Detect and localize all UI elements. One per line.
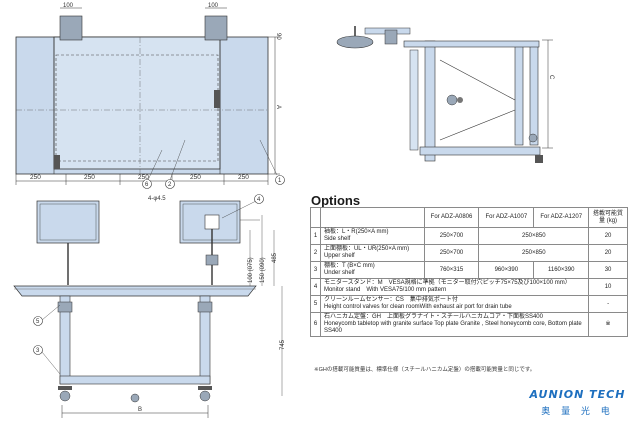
dim-v-100: 100 (075) bbox=[248, 257, 254, 283]
options-row-2: 2 上面棚板：UL・UR(250×A mm)Upper shelf 250×70… bbox=[310, 244, 628, 262]
callout-3: 3 bbox=[36, 348, 40, 354]
dim-bottom-5: 250 bbox=[238, 174, 249, 181]
row-span-text: モニタースタンド：M VESA規格に準拠（モニター取付穴ピッチ75×75及び10… bbox=[319, 278, 590, 296]
row-name: 上面棚板：UL・UR(250×A mm)Upper shelf bbox=[319, 244, 425, 262]
row-name-jp: 上面棚板：UL・UR(250×A mm) bbox=[323, 246, 410, 252]
row-name-jp: 棚板：T (B×C mm) bbox=[323, 263, 375, 269]
row-mass: ※ bbox=[588, 312, 628, 337]
dim-bottom-1: 250 bbox=[30, 174, 41, 181]
row-name: 袖板：L・R(250×A mm)Side shelf bbox=[319, 227, 425, 245]
callout-2: 2 bbox=[168, 182, 172, 188]
row-mass: 30 bbox=[588, 261, 628, 279]
options-row-1: 1 袖板：L・R(250×A mm)Side shelf 250×700 250… bbox=[310, 227, 628, 245]
callout-6: 6 bbox=[145, 182, 149, 188]
row-mass: 20 bbox=[588, 227, 628, 245]
row-text-jp: 石ハニカム定盤：GH 上面板グラナイト・スチールハニカムコア・下面板SS400 bbox=[323, 314, 543, 320]
callout-4: 4 bbox=[257, 197, 261, 203]
logo-text-cn: 奥 量 光 电 bbox=[541, 407, 614, 417]
options-table: For ADZ-A0806 For ADZ-A1007 For ADZ-A120… bbox=[310, 207, 628, 337]
row-name-en: Upper shelf bbox=[323, 253, 355, 259]
row-a0806: 250×700 bbox=[423, 244, 480, 262]
header-a1007: For ADZ-A1007 bbox=[478, 207, 535, 228]
row-name-jp: 袖板：L・R(250×A mm) bbox=[323, 229, 389, 235]
dim-bottom-3: 250 bbox=[138, 174, 149, 181]
dim-bottom-4: 250 bbox=[190, 174, 201, 181]
dim-top-right: 100 bbox=[208, 3, 219, 9]
row-a0806: 250×700 bbox=[423, 227, 480, 245]
row-mass: 10 bbox=[588, 278, 628, 296]
row-name-en: Under shelf bbox=[323, 270, 355, 276]
row-name: 棚板：T (B×C mm)Under shelf bbox=[319, 261, 425, 279]
row-text-jp: クリーンルームセンサー：CS 集中排気ポート付 bbox=[323, 297, 458, 303]
options-title: Options bbox=[311, 193, 361, 208]
row-a1007: 960×390 bbox=[478, 261, 535, 279]
dim-v-150: 150 (090) bbox=[260, 257, 266, 283]
row-no: 6 bbox=[310, 312, 321, 337]
dim-v-485: 485 bbox=[272, 252, 278, 263]
row-text-en: Height control valves for clean roomWith… bbox=[323, 304, 512, 310]
row-mass: - bbox=[588, 295, 628, 313]
header-no bbox=[310, 207, 321, 228]
row-a1007-a1207: 250×850 bbox=[478, 244, 590, 262]
aunion-tech-logo: AUNION TECH 奥 量 光 电 bbox=[525, 388, 630, 420]
side-view: C bbox=[336, 26, 554, 163]
row-a0806: 760×315 bbox=[423, 261, 480, 279]
row-no: 5 bbox=[310, 295, 321, 313]
row-name-en: Side shelf bbox=[323, 236, 351, 242]
callout-1: 1 bbox=[278, 178, 282, 184]
header-a1207: For ADZ-A1207 bbox=[533, 207, 590, 228]
dim-top-left: 100 bbox=[63, 3, 74, 9]
row-text-jp: モニタースタンド：M VESA規格に準拠（モニター取付穴ピッチ75×75及び10… bbox=[323, 280, 571, 286]
dim-right-top: 90 bbox=[275, 33, 281, 40]
options-row-3: 3 棚板：T (B×C mm)Under shelf 760×315 960×3… bbox=[310, 261, 628, 279]
options-header-row: For ADZ-A0806 For ADZ-A1007 For ADZ-A120… bbox=[310, 207, 628, 228]
hole-spec: 4-φ4.5 bbox=[148, 196, 166, 202]
logo-text-en: AUNION TECH bbox=[529, 388, 626, 401]
dim-v-745: 745 bbox=[280, 339, 286, 350]
top-view: 100 100 90 A 250 250 250 250 250 6 2 1 bbox=[15, 3, 285, 189]
options-note: ※GHの搭載可能質量は、標準仕様（スチールハニカム定盤）の搭載可能質量と同じです… bbox=[314, 367, 536, 373]
options-row-6: 6 石ハニカム定盤：GH 上面板グラナイト・スチールハニカムコア・下面板SS40… bbox=[310, 312, 628, 337]
row-a1007-a1207: 250×850 bbox=[478, 227, 590, 245]
row-no: 4 bbox=[310, 278, 321, 296]
row-no: 2 bbox=[310, 244, 321, 262]
front-view: B 4-φ4.5 4 5 3 100 (075) 150 (090) 485 7… bbox=[13, 194, 286, 418]
row-text-en: Honeycomb tabletop with granite surface … bbox=[323, 321, 582, 334]
dim-bottom-2: 250 bbox=[84, 174, 95, 181]
row-no: 3 bbox=[310, 261, 321, 279]
row-a1207: 1160×390 bbox=[533, 261, 590, 279]
header-a0806: For ADZ-A0806 bbox=[423, 207, 480, 228]
dim-right-a: A bbox=[275, 105, 281, 109]
dim-c: C bbox=[548, 75, 554, 80]
options-row-4: 4 モニタースタンド：M VESA規格に準拠（モニター取付穴ピッチ75×75及び… bbox=[310, 278, 628, 296]
callout-5: 5 bbox=[36, 319, 40, 325]
header-mass: 搭載可能質量 (kg) bbox=[588, 207, 628, 228]
dim-b: B bbox=[138, 407, 142, 413]
row-no: 1 bbox=[310, 227, 321, 245]
row-mass: 20 bbox=[588, 244, 628, 262]
row-text-en: Monitor stand With VESA75/100 mm pattern bbox=[323, 287, 447, 293]
header-name bbox=[319, 207, 425, 228]
